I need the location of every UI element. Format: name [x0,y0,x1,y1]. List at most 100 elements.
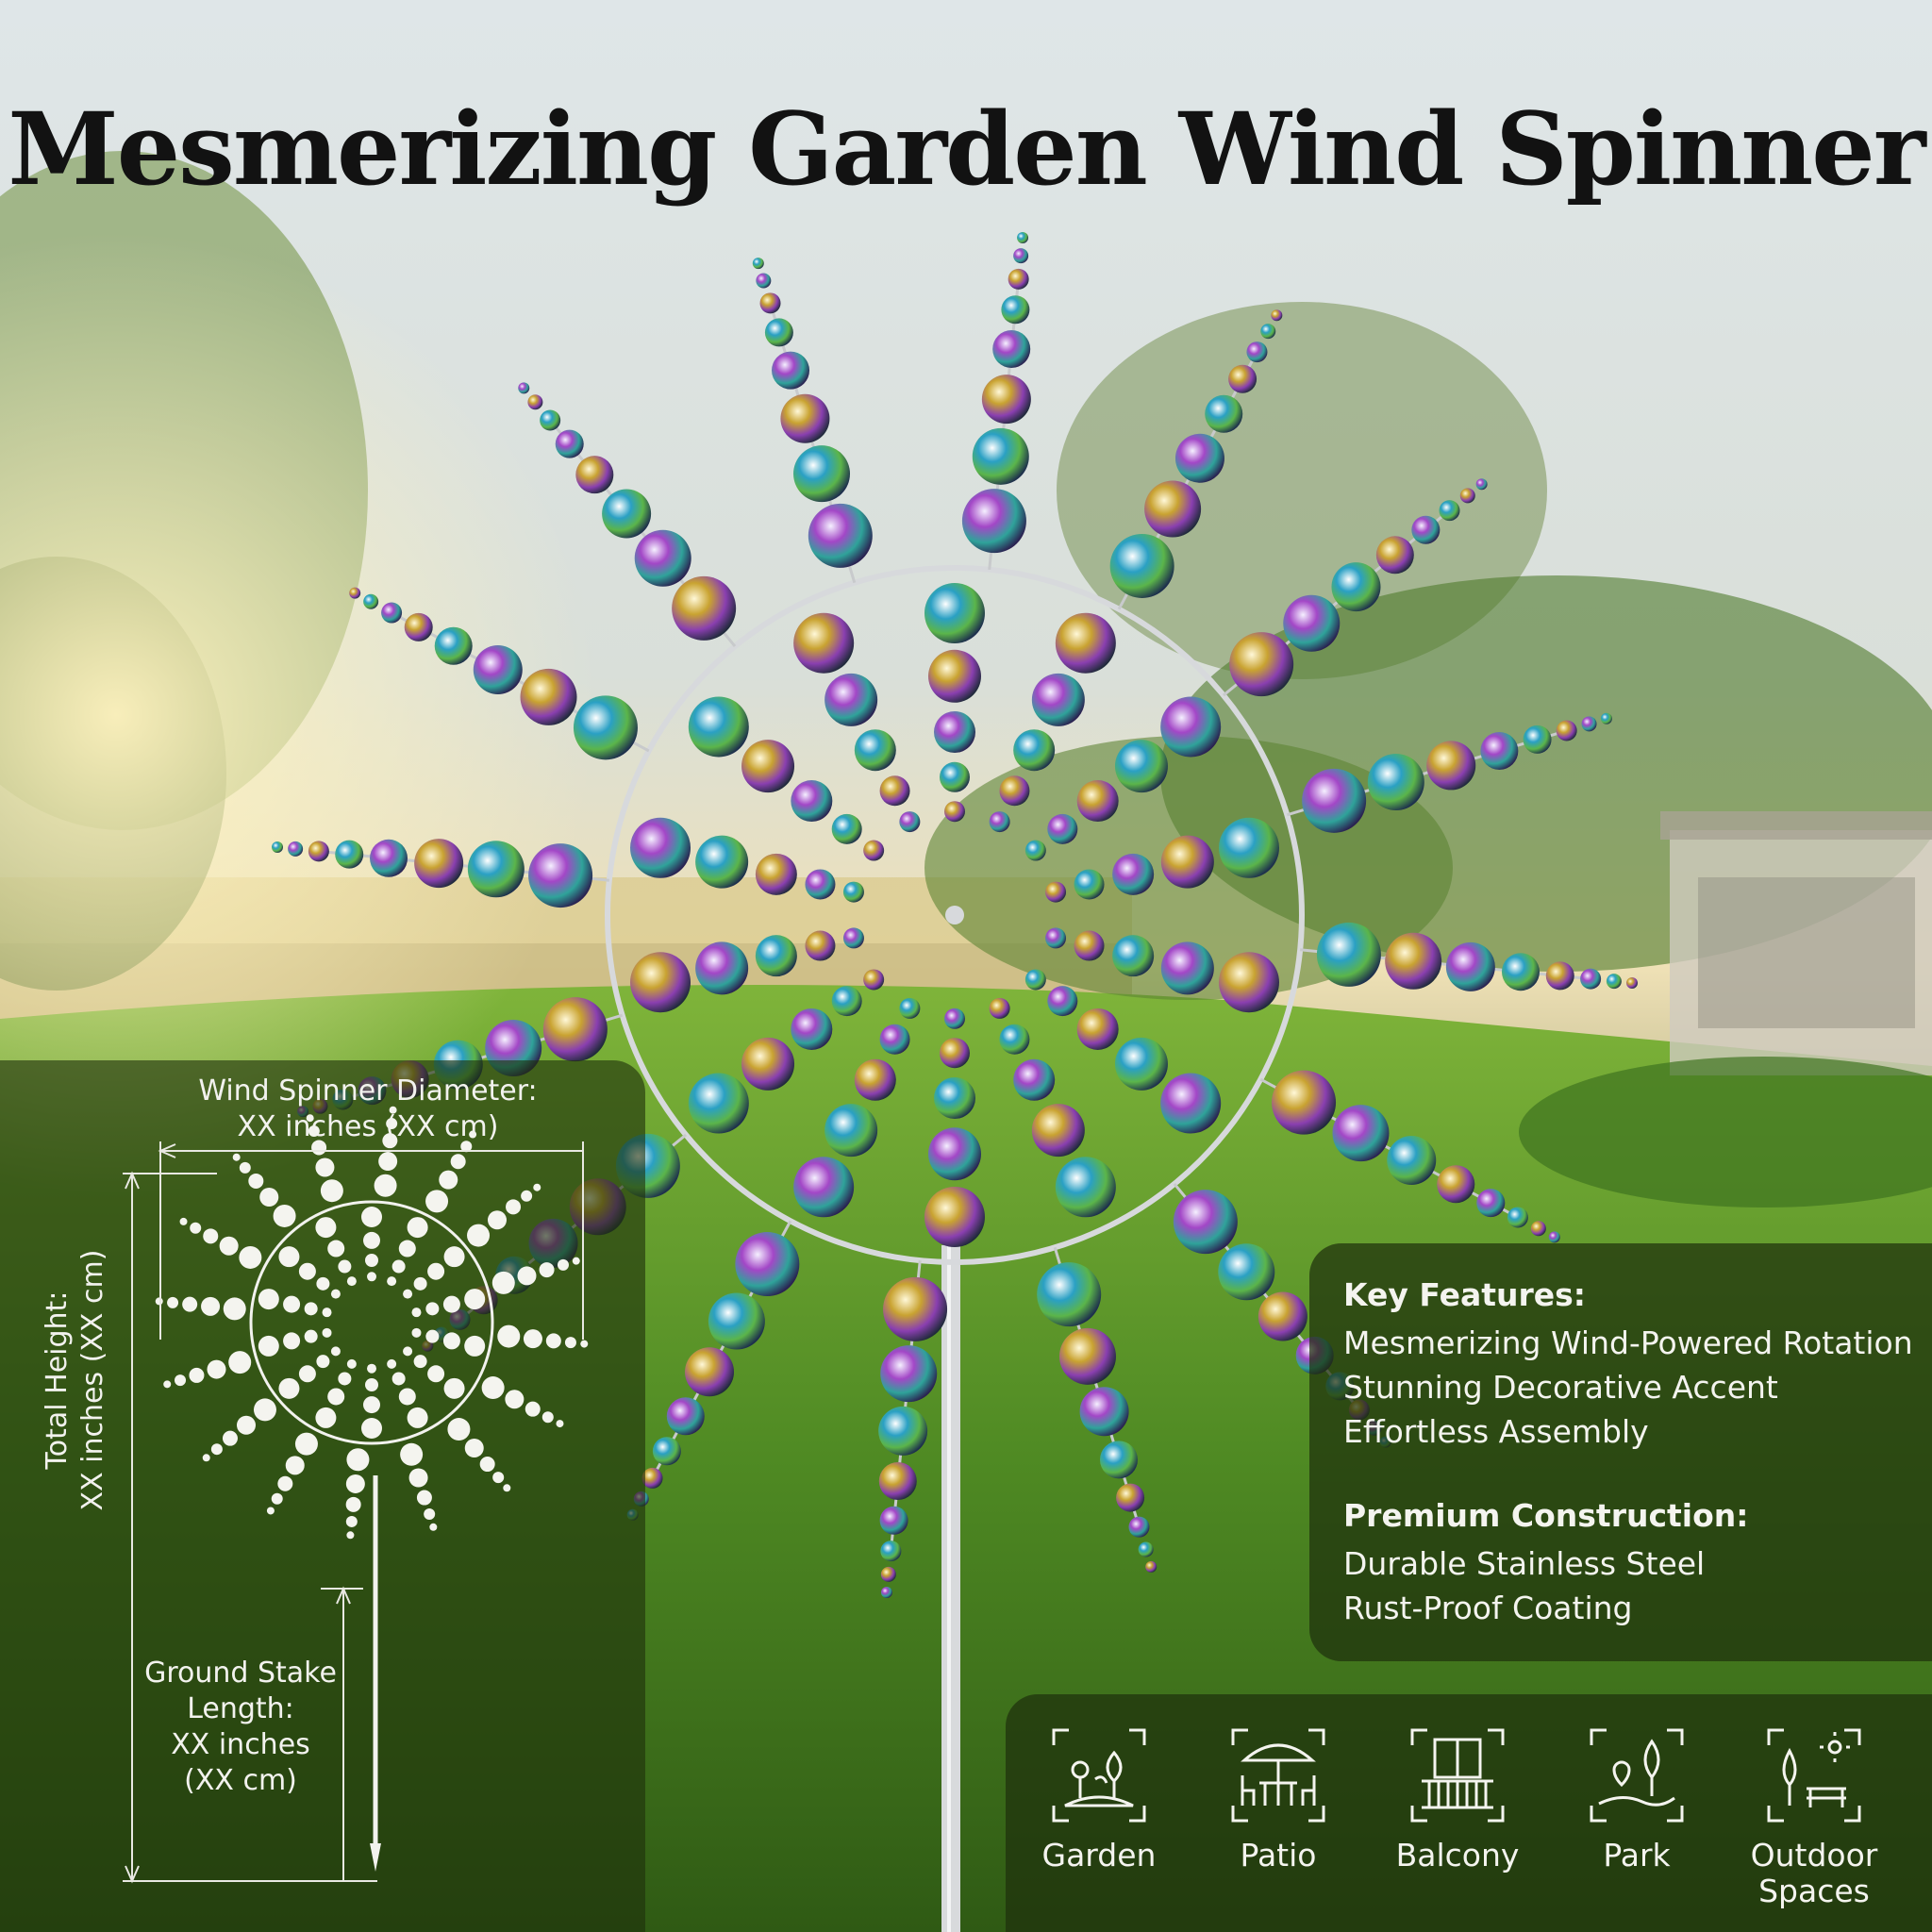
spinner-bead [288,841,304,857]
spinner-bead [831,813,862,844]
diagram-bead [481,1376,505,1400]
diagram-bead [248,1173,264,1189]
diagram-bead [398,1240,416,1257]
diagram-bead [491,1271,515,1294]
spinner-bead [1079,1387,1129,1437]
spinner-bead [1058,1327,1116,1385]
spinner-bead [1246,341,1268,363]
diagram-bead [391,1372,406,1386]
spinner-bead [434,626,473,665]
spinner-bead [1013,729,1056,772]
spinner-bead [741,740,795,793]
spinner-bead [1437,1165,1475,1204]
diagram-bead [416,1490,432,1506]
spinner-bead [831,986,862,1017]
spinner-bead [934,711,975,753]
diagram-bead [442,1295,460,1313]
diagram-bead [521,1190,533,1202]
spinner-bead [924,1187,985,1247]
spinner-bead [1001,295,1030,325]
construction-item: Rust-Proof Coating [1343,1590,1633,1626]
spinner-bead [349,587,361,599]
diagram-bead [400,1442,424,1466]
spinner-bead [666,1397,705,1436]
diagram-bead [283,1332,301,1350]
diagram-bead [443,1377,465,1399]
diagram-bead [413,1276,427,1291]
spinner-bead [641,1467,663,1489]
diagram-bead [345,1515,358,1527]
spinner-bead [842,927,864,949]
diagram-bead [202,1454,210,1462]
diagram-bead [304,1329,318,1343]
diagram-bead [219,1236,239,1256]
spinner-bead [1271,309,1283,322]
diagram-bead [488,1210,508,1230]
diagram-bead [505,1390,525,1409]
spinner-bead [1507,1207,1528,1228]
spinner-bead [1174,433,1224,483]
diagram-bead [403,1346,413,1357]
spinner-bead [685,1347,735,1397]
use-label-line: Outdoor [1750,1837,1878,1874]
diagram-bead [190,1222,202,1234]
spinner-bead [518,382,530,394]
diameter-value: XX inches (XX cm) [237,1110,499,1143]
spinner-bead [1205,394,1243,433]
spinner-bead [944,1008,965,1029]
diagram-bead [278,1377,300,1399]
diagram-bead [564,1337,576,1349]
spinner-bead [363,593,379,609]
diagram-bead [464,1335,486,1357]
spinner-bead [1114,1037,1168,1091]
diagram-bead [203,1228,219,1244]
diagram-bead [407,1407,428,1428]
stake-label-2: Length: [187,1692,294,1725]
spinner-bead [899,997,921,1019]
diagram-bead [539,1262,555,1278]
spinner-bead [467,841,525,898]
spinner-bead [934,1077,975,1119]
spinner-bead [1581,716,1597,732]
diagram-bead [427,1365,445,1383]
spinner-bead [1272,1070,1337,1135]
height-label: Total Height: [41,1291,74,1470]
spinner-bead [335,840,364,869]
spinner-bead [972,427,1029,485]
diagram-bead [298,1365,316,1383]
diagram-bead [363,1231,380,1249]
spinner-bead [989,811,1010,833]
diagram-bead [464,1439,484,1458]
spinner-bead [1160,1073,1222,1134]
diagram-bead [258,1289,279,1310]
spinner-bead [752,258,764,270]
spinner-bead [940,761,970,792]
diagram-bead [398,1388,416,1406]
spinner-bead [879,1506,908,1535]
spinner-bead [708,1292,765,1350]
spinner-bead [540,409,561,431]
diagram-bead [365,1378,378,1391]
spinner-bead [854,1058,896,1101]
spinner-bead [1476,1189,1506,1218]
diagram-bead [239,1245,262,1269]
spinner-bead [404,612,433,641]
diagram-bead [363,1396,380,1414]
diagram-bead [298,1262,316,1280]
dimensions-panel [0,1060,645,1932]
spinner-bead [1055,1157,1116,1218]
spinner-bead [1426,741,1476,791]
spinner-bead [1116,1483,1145,1512]
spinner-bead [1283,594,1341,652]
spinner-bead [1031,673,1085,726]
spinner-bead [808,503,873,568]
diagram-bead [315,1217,337,1239]
spinner-bead [1128,1516,1150,1538]
spinner-bead [575,456,614,494]
spinner-bead [880,1586,892,1598]
spinner-bead [1160,696,1222,758]
spinner-bead [883,1276,948,1341]
spinner-bead [780,393,830,443]
spinner-bead [1316,922,1381,987]
spinner-bead [1074,869,1105,900]
